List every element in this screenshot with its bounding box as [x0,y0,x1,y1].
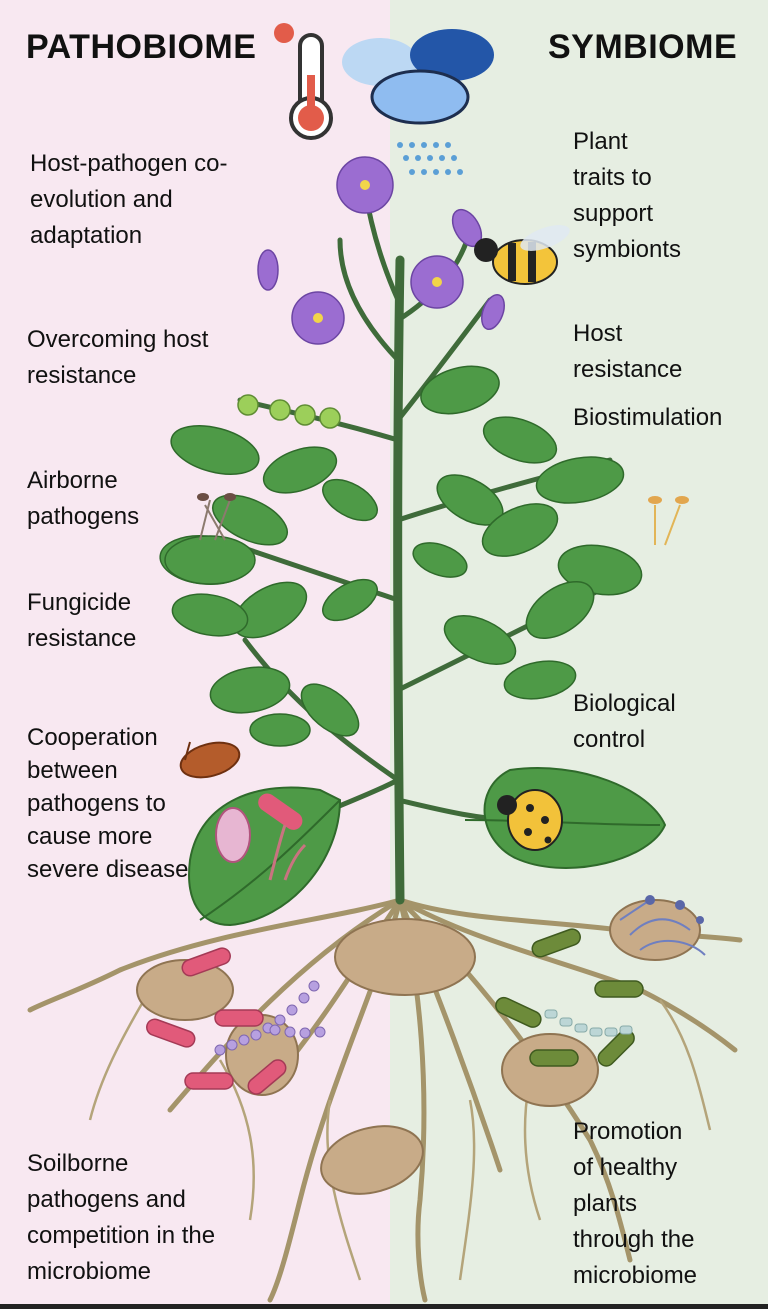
left-label-airborne: Airborne pathogens [27,467,140,530]
pathogen-cells [215,793,307,881]
left-label-overcoming-resistance: Overcoming host resistance [27,326,209,389]
left-label-cooperation: Cooperation between pathogens to cause m… [27,724,189,883]
beetle-pest-icon [179,741,241,779]
right-label-biological-control: Biological control [573,690,676,753]
right-label-promotion: Promotion of healthy plants through the … [573,1118,698,1289]
berries [237,394,341,429]
left-label-coevolution: Host-pathogen co- evolution and adaptati… [30,150,228,249]
right-label-host-resistance: Host resistance [573,320,683,383]
fungus-fruiting-bodies [197,493,689,546]
soilborne-bacteria [146,947,287,1095]
main-stem [393,255,405,905]
right-label-plant-traits: Plant traits to support symbionts [573,128,682,263]
pathobiome-title: PATHOBIOME [26,28,257,66]
sun-icon [274,23,294,43]
left-label-fungicide: Fungicide resistance [27,589,137,652]
bottom-border [0,1304,768,1309]
symbiome-title: SYMBIOME [548,28,738,66]
bee-icon [474,225,570,285]
cloud-icon [342,29,494,125]
ladybug-icon [497,789,563,851]
mycorrhiza-fungus [619,899,706,956]
pathobiome-panel [0,0,390,1309]
right-label-biostimulation: Biostimulation [573,404,723,431]
rain-icon [397,142,463,175]
flowers [257,156,505,345]
left-label-soilborne: Soilborne pathogens and competition in t… [27,1150,216,1285]
beneficial-bacteria [495,928,644,1067]
thermometer-icon [289,33,333,140]
